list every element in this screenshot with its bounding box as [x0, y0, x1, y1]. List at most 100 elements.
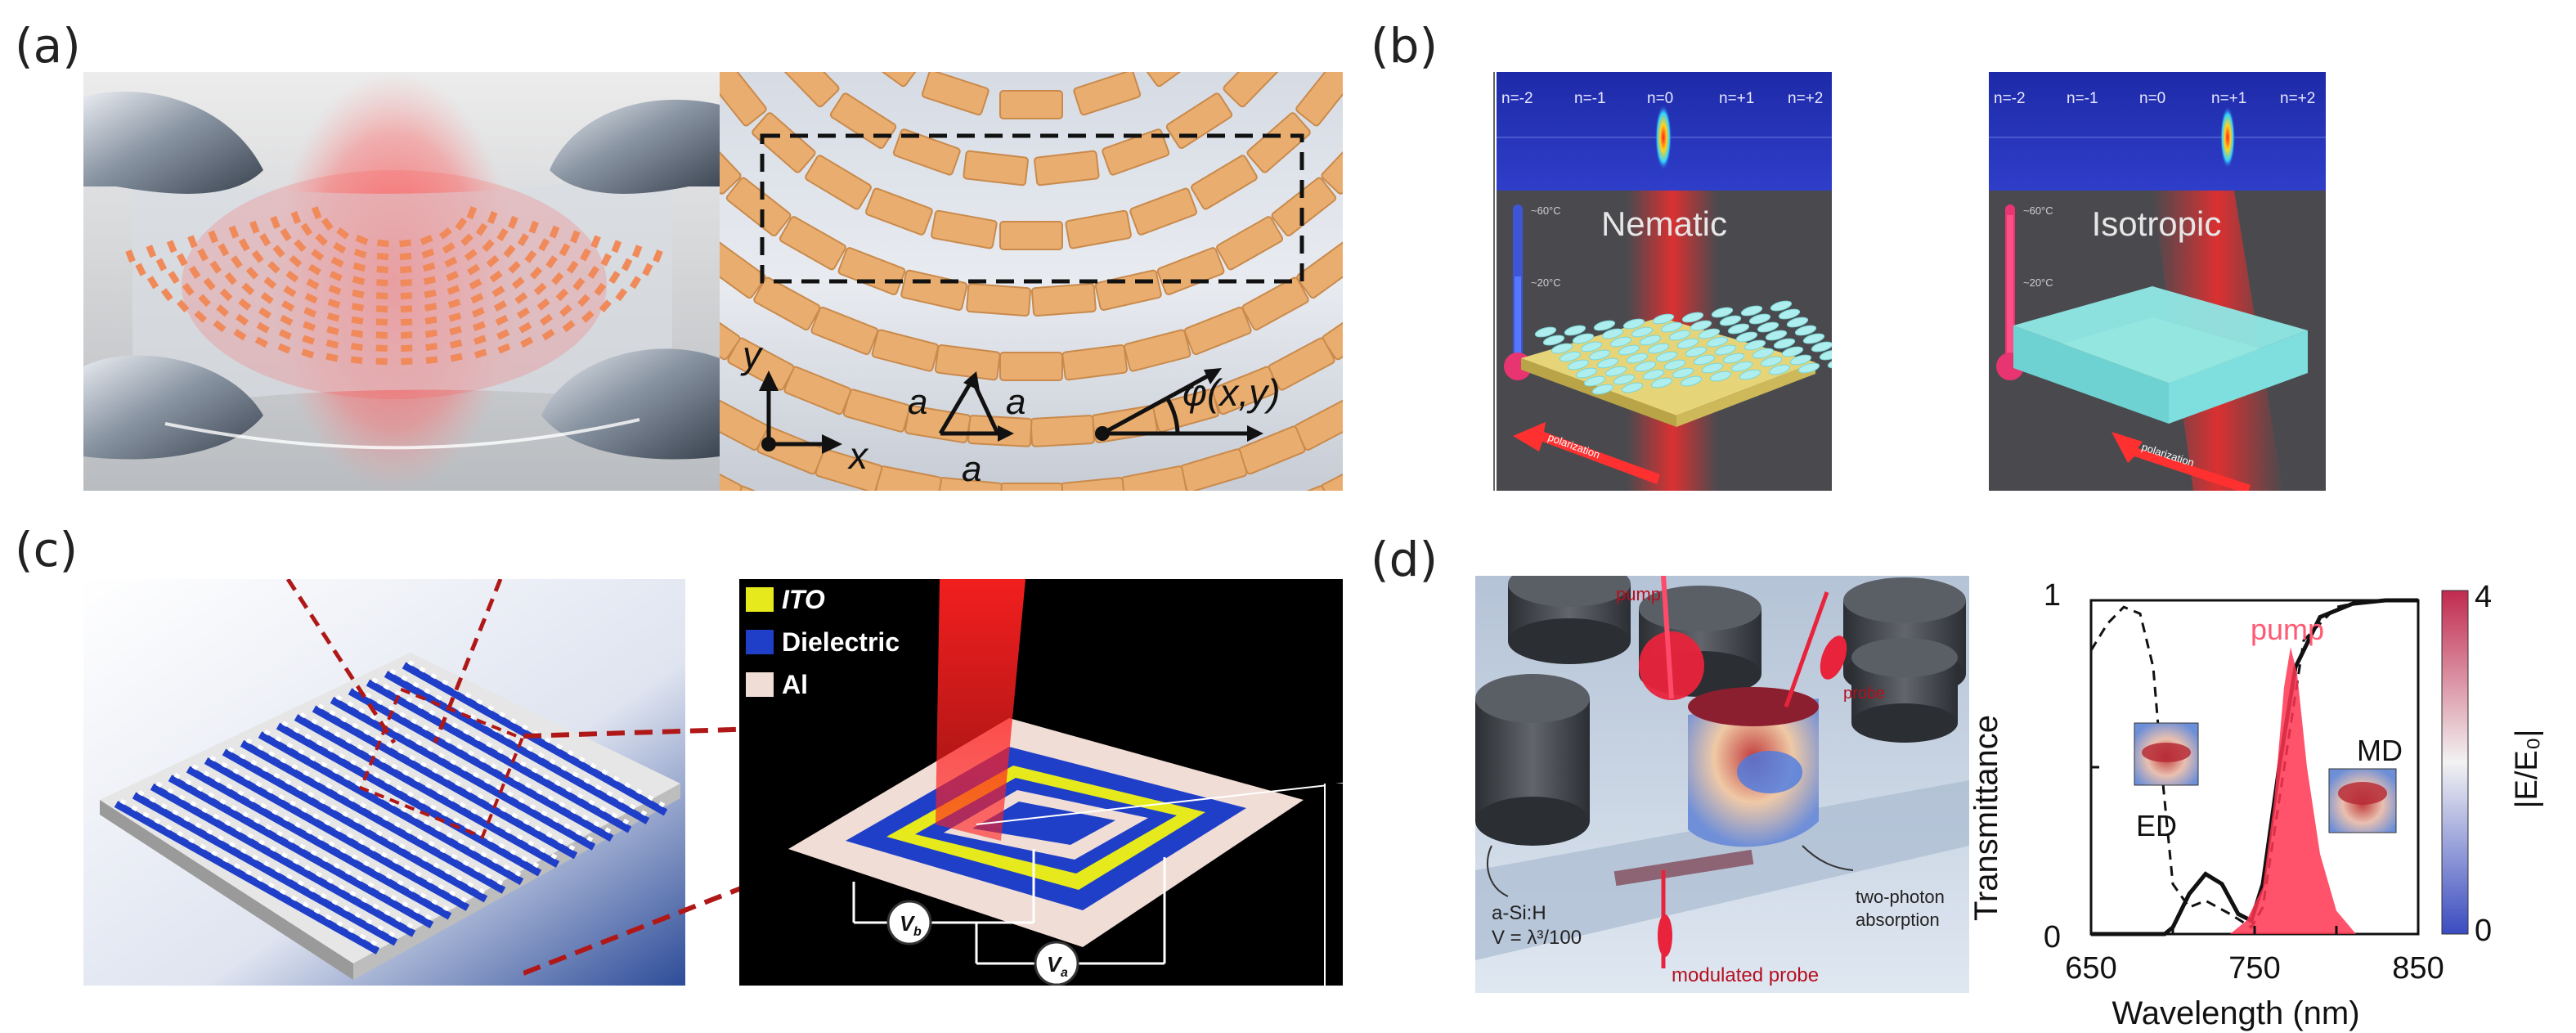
axis-y-label: y	[740, 334, 764, 376]
colorbar-min: 0	[2475, 914, 2492, 948]
legend-label-dielectric: Dielectric	[782, 627, 900, 657]
ed-label: ED	[2136, 809, 2177, 842]
nano-antenna	[304, 293, 318, 304]
lc-molecule	[1685, 346, 1708, 357]
lattice-antenna	[963, 150, 1029, 186]
nano-antenna	[528, 220, 540, 234]
nano-antenna	[352, 262, 366, 272]
order-label-n-2: n=-2	[1501, 90, 1533, 107]
lc-molecule	[1819, 349, 1832, 361]
lattice-antenna	[1073, 72, 1142, 116]
angle-label: φ(x,y)	[1183, 371, 1280, 414]
al-comb	[335, 694, 600, 846]
nano-antenna	[336, 227, 350, 240]
ito-stripe	[240, 739, 506, 894]
lc-molecule	[1639, 335, 1662, 346]
nano-antenna	[449, 326, 462, 335]
nano-antenna	[467, 263, 481, 276]
al-comb	[245, 738, 510, 889]
nano-antenna	[581, 310, 595, 323]
liquid-crystal-molecules	[1534, 300, 1832, 395]
transmittance-chart: Transmittance Wavelength (nm) 650 750 85…	[1972, 578, 2544, 1031]
nano-antenna	[146, 245, 157, 258]
lc-molecule	[1567, 359, 1590, 371]
lattice-antenna	[1295, 72, 1343, 127]
lattice-antenna	[1065, 209, 1132, 249]
nano-antenna	[254, 336, 268, 348]
lattice-antenna	[720, 397, 769, 451]
lattice-svg: y x a a a φ(x,y)	[720, 72, 1343, 491]
nano-antenna	[188, 265, 201, 279]
nano-antenna	[375, 344, 388, 353]
lattice-antenna	[720, 131, 742, 195]
nano-antenna	[475, 222, 488, 236]
nano-antenna	[470, 293, 484, 304]
nano-antenna	[420, 234, 433, 245]
nano-antenna	[495, 314, 509, 326]
lc-molecule	[1583, 375, 1606, 387]
nano-antenna	[270, 215, 280, 229]
angle-indicator	[1095, 368, 1263, 442]
nano-antenna	[399, 252, 412, 261]
nano-antenna	[219, 288, 233, 302]
coordinate-axes	[759, 371, 842, 454]
lattice-antenna	[1271, 177, 1337, 237]
lattice-antenna	[753, 276, 821, 331]
lc-molecule	[1768, 364, 1791, 375]
diffraction-spot-n+1	[2220, 106, 2235, 168]
array-svg	[83, 579, 685, 986]
nano-antenna	[545, 255, 558, 269]
nano-antenna	[256, 321, 270, 334]
nano-antenna	[278, 329, 292, 340]
lattice-a-bottom: a	[962, 449, 981, 489]
nano-antenna	[351, 316, 364, 325]
lc-molecule	[1593, 320, 1616, 331]
nano-antenna	[228, 225, 240, 239]
nano-antenna	[569, 230, 581, 244]
lc-molecule	[1580, 341, 1603, 353]
lattice-a-right: a	[1006, 382, 1025, 422]
lc-molecule	[1655, 351, 1678, 362]
lattice-antenna	[1183, 306, 1252, 356]
svg-text:b: b	[913, 925, 922, 939]
unit-cell-box	[760, 133, 1304, 284]
al-comb	[389, 668, 654, 820]
order-label-n0: n=0	[1647, 90, 1673, 107]
nano-antenna	[197, 248, 209, 262]
nano-antenna	[562, 320, 576, 333]
scheme-svg: pump probe a-Si:H V = λ³/100 two-photon …	[1475, 576, 1969, 993]
nano-antenna	[376, 265, 388, 274]
nano-antenna	[608, 271, 621, 285]
nano-antenna	[300, 222, 313, 236]
lc-molecule	[1542, 335, 1565, 346]
nano-antenna	[460, 233, 473, 246]
nano-antenna	[455, 217, 468, 231]
panel-label-c: (c)	[15, 522, 79, 577]
isotropic-lc-block	[2013, 286, 2308, 383]
lc-molecule	[1575, 367, 1598, 379]
nano-antenna	[330, 256, 344, 268]
nano-antenna	[424, 316, 438, 325]
lc-molecule	[1773, 338, 1796, 349]
al-comb	[173, 773, 438, 924]
temp-low: ~20°C	[1531, 276, 1561, 289]
nano-antenna	[321, 217, 334, 231]
nano-antenna	[518, 321, 532, 334]
nano-antenna	[355, 234, 369, 245]
device-svg: ITO Dielectric Al V b V a	[746, 579, 1343, 986]
order-label-n+2: n=+2	[1788, 90, 1823, 107]
nano-antenna	[238, 298, 252, 311]
pump-spectrum	[2230, 647, 2356, 934]
lc-molecule	[1757, 321, 1779, 333]
panel-b-nematic: n=-2 n=-1 n=0 n=+1 n=+2 Nematic ~60°C ~2…	[1497, 72, 1832, 491]
nano-antenna	[168, 271, 180, 285]
lc-molecule	[1701, 362, 1724, 374]
lc-molecule	[1660, 321, 1683, 333]
nano-antenna	[289, 254, 303, 268]
md-mode-inset	[2328, 768, 2397, 833]
nano-antenna	[615, 288, 628, 302]
nano-antenna	[400, 318, 413, 326]
lc-molecule	[1706, 336, 1729, 348]
nano-antenna	[559, 243, 571, 257]
lc-molecule	[1794, 325, 1817, 336]
